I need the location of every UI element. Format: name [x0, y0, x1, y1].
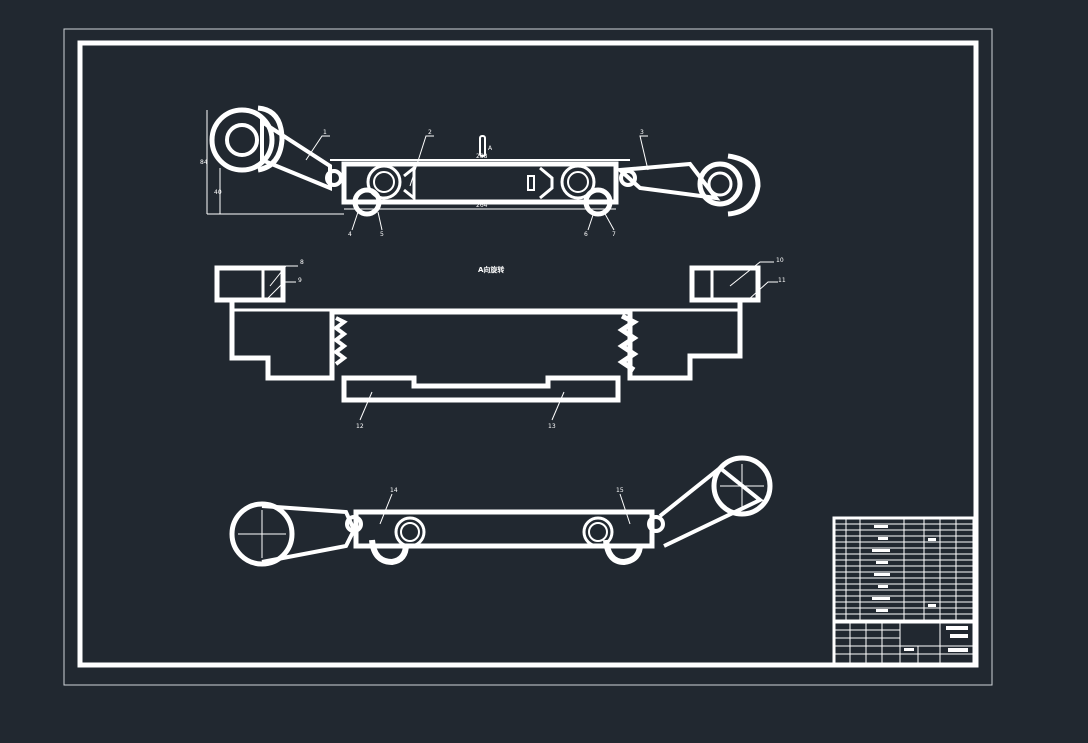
- callout-3: 3: [640, 129, 644, 136]
- parts-list-grid: [834, 518, 974, 621]
- callout-10: 10: [776, 257, 784, 264]
- leader-5: [377, 211, 383, 231]
- outer-sheet-border: [63, 28, 993, 686]
- section-marker-label: A: [488, 145, 493, 152]
- left-top-block: [214, 265, 286, 303]
- beam-cutout-left: [403, 164, 416, 202]
- leader-13: [551, 391, 565, 421]
- title-block-fill: [904, 626, 968, 652]
- beam-cutout-right: [539, 166, 554, 200]
- title-block: [832, 516, 976, 666]
- left-hub-outer: [209, 107, 275, 173]
- left-hub-inner: [225, 123, 259, 157]
- leader-3: [639, 135, 649, 171]
- lower-roller-right: [582, 516, 614, 548]
- callout-12: 12: [356, 423, 364, 430]
- leader-1: [305, 135, 330, 161]
- right-arm-pin: [619, 169, 637, 187]
- dim-left-height: 84: [200, 159, 208, 166]
- lower-pin-left: [345, 515, 363, 533]
- lower-roller-left: [394, 516, 426, 548]
- leader-15: [619, 493, 631, 525]
- a-direction-view: [214, 261, 778, 421]
- leader-10: [729, 261, 774, 287]
- callout-15: 15: [616, 487, 624, 494]
- section-marker-symbol: [479, 135, 486, 157]
- leader-2: [409, 135, 434, 187]
- callout-13: 13: [548, 423, 556, 430]
- roller-right-upper: [560, 164, 596, 200]
- parts-list-fill: [872, 525, 936, 612]
- left-arm: [260, 118, 332, 191]
- title-block-grid: [834, 622, 974, 664]
- callout-9: 9: [298, 277, 302, 284]
- lower-right-hub: [711, 455, 773, 517]
- leader-6: [587, 211, 595, 231]
- bellows-right: [617, 313, 639, 373]
- lower-left-hub: [229, 501, 295, 567]
- beam-slot: [527, 175, 535, 191]
- lower-roller-left-inner: [400, 522, 420, 542]
- right-hub-bracket: [727, 153, 761, 217]
- dim-left-height-inner: 40: [214, 189, 222, 196]
- front-view-labels: 288 264 84 40 A 1 2 3 4 5 6 7: [200, 129, 644, 238]
- callout-7: 7: [612, 231, 616, 238]
- leader-8: [269, 265, 298, 287]
- bellows-left: [332, 316, 348, 366]
- left-hub-bracket: [257, 105, 285, 173]
- a-direction-view-labels: A向旋转 8 9 10 11 12 13: [298, 257, 786, 430]
- callout-14: 14: [390, 487, 398, 494]
- callout-8: 8: [300, 259, 304, 266]
- callout-1: 1: [323, 129, 327, 136]
- roller-left-upper: [366, 164, 402, 200]
- callout-6: 6: [584, 231, 588, 238]
- leader-7: [603, 211, 615, 231]
- lower-view: [229, 455, 773, 567]
- right-hub-inner: [707, 171, 733, 197]
- leader-4: [351, 211, 359, 231]
- dim-top-length: 288: [476, 153, 488, 160]
- roller-right-lower: [583, 187, 613, 217]
- view-title: A向旋转: [478, 265, 504, 274]
- leader-14: [379, 493, 393, 525]
- lower-roller-right-inner: [588, 522, 608, 542]
- leader-9: [267, 281, 296, 299]
- main-beam: [341, 161, 619, 205]
- right-top-block: [689, 265, 761, 303]
- lower-view-labels: 14 15: [390, 487, 624, 494]
- inner-frame-border: [77, 40, 979, 668]
- callout-4: 4: [348, 231, 352, 238]
- callout-2: 2: [428, 129, 432, 136]
- main-housing: [229, 300, 743, 381]
- left-arm-pin: [325, 169, 343, 187]
- lower-pin-right: [647, 515, 665, 533]
- bottom-carriage: [341, 375, 621, 403]
- front-view: [206, 105, 761, 231]
- right-hub-outer: [697, 161, 743, 207]
- roller-left-upper-inner: [373, 171, 395, 193]
- roller-left-lower: [352, 187, 382, 217]
- callout-11: 11: [778, 277, 786, 284]
- lower-wheel-right: [603, 539, 643, 566]
- leader-11: [747, 281, 778, 301]
- roller-right-upper-inner: [567, 171, 589, 193]
- leader-12: [359, 391, 373, 421]
- dim-bottom-length-label: 264: [476, 202, 488, 209]
- lower-right-link: [658, 465, 764, 548]
- lower-wheel-left: [369, 539, 409, 566]
- callout-5: 5: [380, 231, 384, 238]
